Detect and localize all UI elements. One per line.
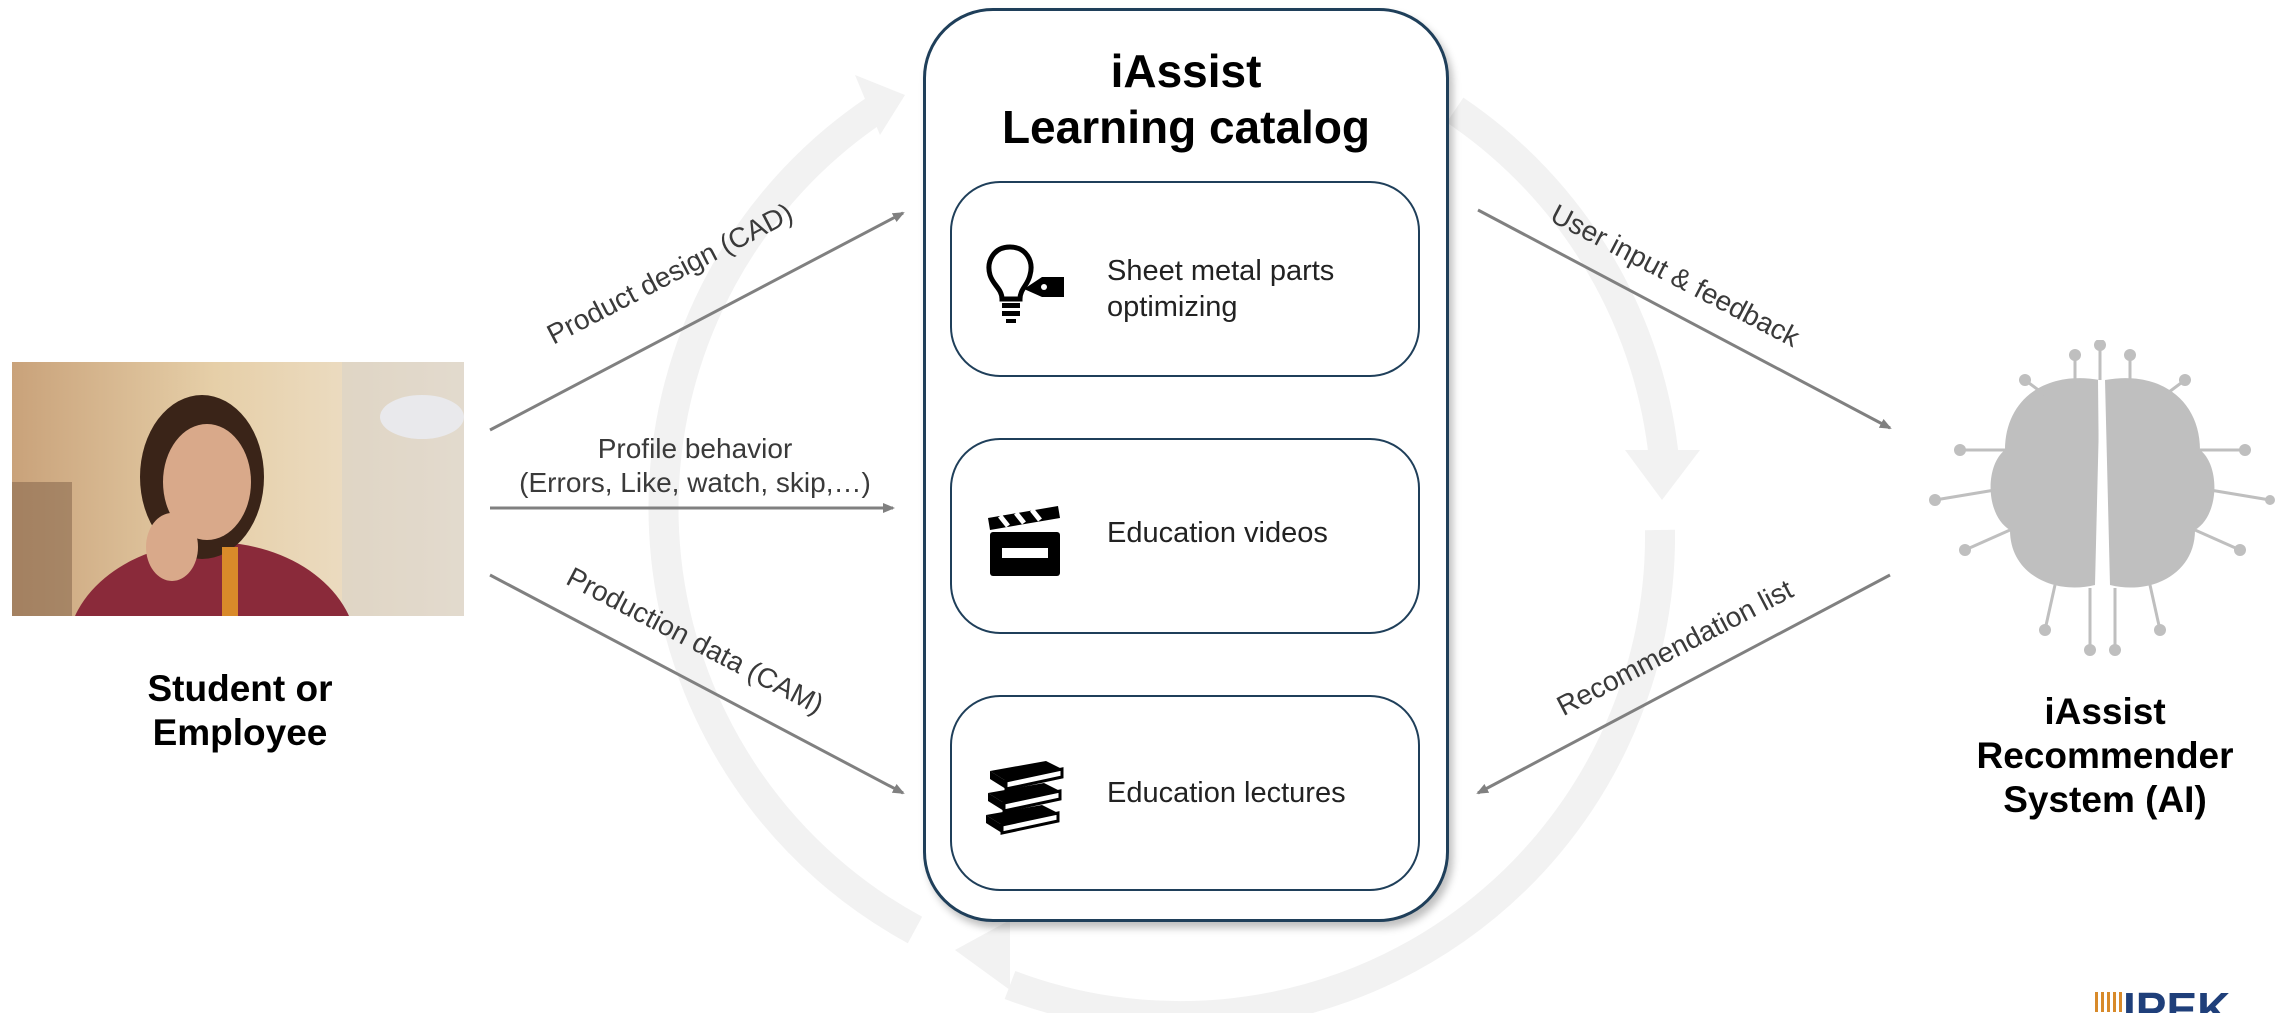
sheet-metal-label: Sheet metal parts optimizing [1107,253,1334,325]
student-label-line2: Employee [152,712,328,753]
arrow-production-data [489,573,905,795]
label-profile-line1: Profile behavior [597,433,793,464]
student-label: Student or Employee [95,667,385,755]
student-photo [12,362,464,616]
learning-catalog: iAssist Learning catalog Sheet metal par… [923,8,1449,922]
videos-label: Education videos [1107,517,1328,549]
label-profile-line2: (Errors, Like, watch, skip,…) [519,467,871,498]
recommender-label-line1: iAssist [2044,691,2166,732]
label-profile-behavior: Profile behavior (Errors, Like, watch, s… [510,432,880,500]
arrow-product-design [489,211,905,432]
arrow-recommendation [1476,573,1891,795]
brain-circuit-icon [1929,340,2275,656]
logo-text: IPEK [2123,986,2231,1013]
arrow-user-input [1477,208,1892,430]
ipek-logo: IPEK [2095,986,2230,1013]
recommender-label: iAssist Recommender System (AI) [1935,690,2275,822]
student-label-line1: Student or [147,668,333,709]
cycle-arrowheads [855,75,1700,990]
lightbulb-icon [986,244,1064,323]
books-icon [986,761,1064,835]
catalog-item-videos[interactable]: Education videos [950,438,1420,634]
cycle-ring [648,97,1680,1013]
catalog-title: iAssist Learning catalog [926,43,1446,155]
catalog-title-line1: iAssist [1110,45,1262,97]
recommender-label-line2: Recommender [1976,735,2234,776]
catalog-item-lectures[interactable]: Education lectures [950,695,1420,891]
sheet-metal-label-line1: Sheet metal parts [1107,255,1335,287]
logo-dots [2095,992,2123,1012]
catalog-item-sheet-metal[interactable]: Sheet metal parts optimizing [950,181,1420,377]
lectures-label: Education lectures [1107,777,1346,809]
clapperboard-icon [988,506,1060,576]
catalog-title-line2: Learning catalog [1001,101,1371,153]
sheet-metal-label-line2: optimizing [1107,291,1238,323]
recommender-label-line3: System (AI) [2003,779,2207,820]
